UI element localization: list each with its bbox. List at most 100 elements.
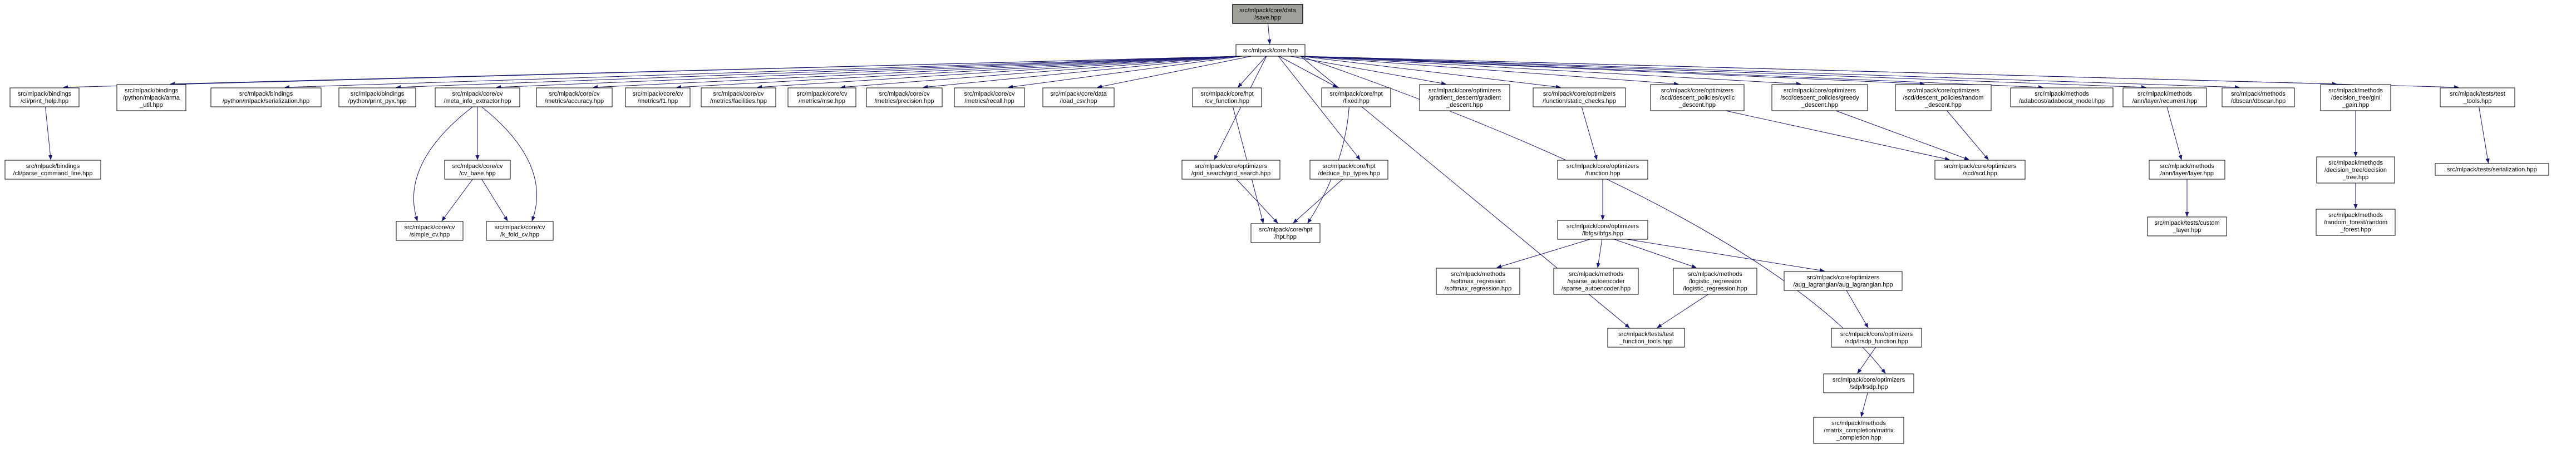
node-label-line: src/mlpack/methods xyxy=(2160,163,2214,170)
graph-node-lbfgs[interactable]: src/mlpack/core/optimizers/lbfgs/lbfgs.h… xyxy=(1557,220,1648,240)
graph-node-save[interactable]: src/mlpack/core/data/save.hpp xyxy=(1232,4,1303,24)
node-label-line: src/mlpack/core/optimizers xyxy=(1567,163,1639,170)
node-label-line: /sdp/lrsdp.hpp xyxy=(1849,384,1888,391)
node-label-line: src/mlpack/core/data xyxy=(1050,91,1107,97)
graph-edge-core-to-meta-info-extractor xyxy=(496,56,1241,90)
node-label-line: /scd/descent_policies/greedy xyxy=(1780,95,1859,101)
graph-node-load-csv[interactable]: src/mlpack/core/data/load_csv.hpp xyxy=(1042,87,1115,107)
node-label-line: /k_fold_cv.hpp xyxy=(500,231,539,238)
node-label-line: src/mlpack/core/hpt xyxy=(1200,91,1253,97)
graph-node-tests-serialization[interactable]: src/mlpack/tests/serialization.hpp xyxy=(2435,163,2549,176)
graph-node-logistic-regression[interactable]: src/mlpack/methods/logistic_regression/l… xyxy=(1673,268,1757,295)
node-label-line: _function_tools.hpp xyxy=(1619,338,1672,345)
node-label-line: /lbfgs/lbfgs.hpp xyxy=(1582,230,1623,237)
graph-node-test-function-tools[interactable]: src/mlpack/tests/test_function_tools.hpp xyxy=(1607,328,1685,348)
graph-edge-core-to-accuracy xyxy=(593,56,1241,90)
node-label-line: src/mlpack/core/optimizers xyxy=(1907,87,1980,94)
graph-node-lrsdp-function[interactable]: src/mlpack/core/optimizers/sdp/lrsdp_fun… xyxy=(1831,328,1922,348)
graph-edge-test-tools-to-tests-serialization xyxy=(2479,106,2490,164)
graph-node-layer[interactable]: src/mlpack/methods/ann/layer/layer.hpp xyxy=(2149,160,2225,180)
node-label-line: /metrics/recall.hpp xyxy=(964,98,1014,105)
node-label-line: /metrics/mse.hpp xyxy=(799,98,845,105)
graph-node-softmax-regression[interactable]: src/mlpack/methods/softmax_regression/so… xyxy=(1436,268,1520,295)
graph-node-cv-base[interactable]: src/mlpack/core/cv/cv_base.hpp xyxy=(444,160,511,180)
graph-node-decision-tree[interactable]: src/mlpack/methods/decision_tree/decisio… xyxy=(2316,156,2395,184)
node-label-line: src/mlpack/methods xyxy=(1688,271,1742,278)
node-label-line: /decision_tree/decision xyxy=(2324,167,2387,174)
node-label-line: /sparse_autoencoder.hpp xyxy=(1562,285,1631,292)
graph-node-facilities[interactable]: src/mlpack/core/cv/metrics/facilities.hp… xyxy=(701,87,776,107)
graph-node-mse[interactable]: src/mlpack/core/cv/metrics/mse.hpp xyxy=(787,87,856,107)
node-label-line: _descent.hpp xyxy=(1924,102,1962,108)
graph-edge-meta-info-extractor-to-k-fold-cv xyxy=(481,106,538,221)
graph-node-random-forest[interactable]: src/mlpack/methods/random_forest/random_… xyxy=(2316,209,2396,236)
graph-node-core[interactable]: src/mlpack/core.hpp xyxy=(1235,44,1306,57)
graph-node-static-checks[interactable]: src/mlpack/core/optimizers/function/stat… xyxy=(1533,87,1626,107)
graph-node-k-fold-cv[interactable]: src/mlpack/core/cv/k_fold_cv.hpp xyxy=(486,221,554,241)
graph-node-cv-function[interactable]: src/mlpack/core/hpt/cv_function.hpp xyxy=(1192,87,1262,107)
node-label-line: src/mlpack/core/cv xyxy=(549,91,600,97)
graph-node-hpt[interactable]: src/mlpack/core/hpt/hpt.hpp xyxy=(1250,223,1321,243)
graph-node-parse-command-line[interactable]: src/mlpack/bindings/cli/parse_command_li… xyxy=(4,160,101,180)
graph-node-arma-util[interactable]: src/mlpack/bindings/python/mlpack/arma_u… xyxy=(116,84,186,111)
graph-node-random-descent[interactable]: src/mlpack/core/optimizers/scd/descent_p… xyxy=(1895,84,1992,111)
graph-edge-core-to-adaboost-model xyxy=(1300,56,2043,90)
node-label-line: src/mlpack/core/cv xyxy=(879,91,930,97)
graph-node-adaboost-model[interactable]: src/mlpack/methods/adaboost/adaboost_mod… xyxy=(2010,87,2114,107)
node-label-line: src/mlpack/core/cv xyxy=(713,91,764,97)
graph-edge-logistic-regression-to-test-function-tools xyxy=(1657,294,1708,328)
graph-edge-aug-lagrangian-to-lrsdp-function xyxy=(1846,290,1869,328)
graph-node-fixed[interactable]: src/mlpack/core/hpt/fixed.hpp xyxy=(1321,87,1391,107)
graph-node-recurrent[interactable]: src/mlpack/methods/ann/layer/recurrent.h… xyxy=(2122,87,2207,107)
graph-node-gradient-descent[interactable]: src/mlpack/core/optimizers/gradient_desc… xyxy=(1419,84,1510,111)
node-label-line: /sdp/lrsdp_function.hpp xyxy=(1845,338,1908,345)
node-label-line: src/mlpack/core/cv xyxy=(964,91,1015,97)
graph-node-meta-info-extractor[interactable]: src/mlpack/core/cv/meta_info_extractor.h… xyxy=(435,87,520,107)
node-label-line: /python/mlpack/serialization.hpp xyxy=(223,98,310,105)
graph-edge-core-to-facilities xyxy=(757,56,1241,90)
node-label-line: src/mlpack/core/cv xyxy=(452,163,503,170)
node-label-line: src/mlpack/tests/custom xyxy=(2154,220,2219,226)
graph-edge-core-to-print-pyx xyxy=(396,56,1241,90)
graph-node-aug-lagrangian[interactable]: src/mlpack/core/optimizers/aug_lagrangia… xyxy=(1784,271,1903,291)
graph-edge-core-to-greedy-descent xyxy=(1300,56,1801,86)
node-label-line: _gain.hpp xyxy=(2342,102,2369,108)
graph-node-lrsdp[interactable]: src/mlpack/core/optimizers/sdp/lrsdp.hpp xyxy=(1823,373,1914,393)
graph-node-cyclic-descent[interactable]: src/mlpack/core/optimizers/scd/descent_p… xyxy=(1650,84,1745,111)
graph-node-print-help[interactable]: src/mlpack/bindings/cli/print_help.hpp xyxy=(9,87,80,107)
graph-node-custom-layer[interactable]: src/mlpack/tests/custom_layer.hpp xyxy=(2147,216,2227,236)
node-label-line: /python/print_pyx.hpp xyxy=(348,98,406,105)
node-label-line: src/mlpack/core/cv xyxy=(632,91,683,97)
graph-node-accuracy[interactable]: src/mlpack/core/cv/metrics/accuracy.hpp xyxy=(536,87,613,107)
graph-edge-lbfgs-to-softmax-regression xyxy=(1496,239,1590,269)
graph-node-matrix-completion[interactable]: src/mlpack/methods/matrix_completion/mat… xyxy=(1813,417,1904,444)
node-label-line: src/mlpack/bindings xyxy=(26,163,80,170)
graph-node-dbscan[interactable]: src/mlpack/methods/dbscan/dbscan.hpp xyxy=(2222,87,2295,107)
graph-node-greedy-descent[interactable]: src/mlpack/core/optimizers/scd/descent_p… xyxy=(1771,84,1868,111)
graph-node-gini-gain[interactable]: src/mlpack/methods/decision_tree/gini_ga… xyxy=(2320,84,2391,111)
graph-edge-lbfgs-to-sparse-autoencoder xyxy=(1596,239,1603,268)
graph-node-print-pyx[interactable]: src/mlpack/bindings/python/print_pyx.hpp xyxy=(338,87,416,107)
graph-node-test-tools[interactable]: src/mlpack/tests/test_tools.hpp xyxy=(2440,87,2515,107)
node-label-line: /python/mlpack/arma xyxy=(123,95,180,101)
graph-node-simple-cv[interactable]: src/mlpack/core/cv/simple_cv.hpp xyxy=(396,221,464,241)
graph-node-grid-search[interactable]: src/mlpack/core/optimizers/grid_search/g… xyxy=(1181,160,1280,180)
graph-edge-core-to-cyclic-descent xyxy=(1300,56,1679,86)
graph-node-scd[interactable]: src/mlpack/core/optimizers/scd/scd.hpp xyxy=(1934,160,2026,180)
node-label-line: src/mlpack/tests/test xyxy=(1618,331,1674,338)
graph-node-function-hpp[interactable]: src/mlpack/core/optimizers/function.hpp xyxy=(1557,160,1648,180)
node-label-line: /cli/parse_command_line.hpp xyxy=(13,170,92,177)
node-label-line: /adaboost/adaboost_model.hpp xyxy=(2019,98,2105,105)
node-label-line: /ann/layer/layer.hpp xyxy=(2160,170,2214,177)
node-label-line: /metrics/accuracy.hpp xyxy=(545,98,604,105)
graph-node-f1[interactable]: src/mlpack/core/cv/metrics/f1.hpp xyxy=(625,87,691,107)
graph-edge-random-descent-to-scd xyxy=(1947,110,1989,160)
graph-node-sparse-autoencoder[interactable]: src/mlpack/methods/sparse_autoencoder/sp… xyxy=(1553,268,1639,295)
graph-node-py-serialization[interactable]: src/mlpack/bindings/python/mlpack/serial… xyxy=(210,87,322,107)
graph-node-recall[interactable]: src/mlpack/core/cv/metrics/recall.hpp xyxy=(954,87,1025,107)
node-label-line: src/mlpack/core.hpp xyxy=(1243,47,1298,54)
graph-edge-core-to-recall xyxy=(1008,56,1243,89)
graph-node-deduce-hp-types[interactable]: src/mlpack/core/hpt/deduce_hp_types.hpp xyxy=(1309,160,1388,180)
graph-node-precision[interactable]: src/mlpack/core/cv/metrics/precision.hpp xyxy=(866,87,943,107)
